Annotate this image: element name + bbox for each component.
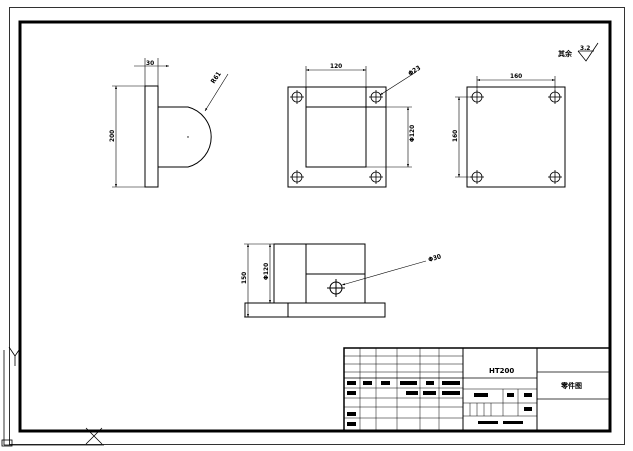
side-view: [144, 85, 212, 188]
roughness-note: 其余: [558, 49, 573, 58]
top-hole-dim: Φ30: [427, 252, 442, 263]
front-view: [287, 86, 387, 188]
title-block-labels: [347, 381, 532, 426]
right-spacing-x-dim: 160: [510, 72, 522, 80]
title-block: [343, 347, 611, 432]
front-view-holes: [290, 90, 383, 184]
side-thickness-dim: 30: [146, 59, 154, 67]
right-spacing-y-dim: 160: [451, 130, 459, 142]
front-hole-dim: Φ23: [407, 64, 422, 78]
right-view-holes: [470, 90, 562, 184]
roughness-value: 3.2: [580, 44, 590, 52]
material-label: HT200: [489, 367, 514, 375]
ucs-icon: [1, 346, 104, 447]
sheet-inner-border: [18, 20, 612, 433]
drawing-name-label: 零件图: [560, 381, 582, 390]
front-bore-dim: Φ120: [408, 125, 416, 142]
top-bore-dim: Φ120: [262, 263, 270, 280]
top-view: [244, 243, 386, 318]
right-view: [466, 86, 566, 188]
side-height-dim: 200: [108, 130, 116, 142]
sheet-outer-border: [9, 7, 625, 445]
front-width-dim: 120: [330, 62, 342, 70]
side-radius-dim: R61: [209, 70, 223, 85]
surface-roughness-mark: 其余 3.2: [558, 42, 599, 62]
top-height-dim: 150: [240, 272, 248, 284]
